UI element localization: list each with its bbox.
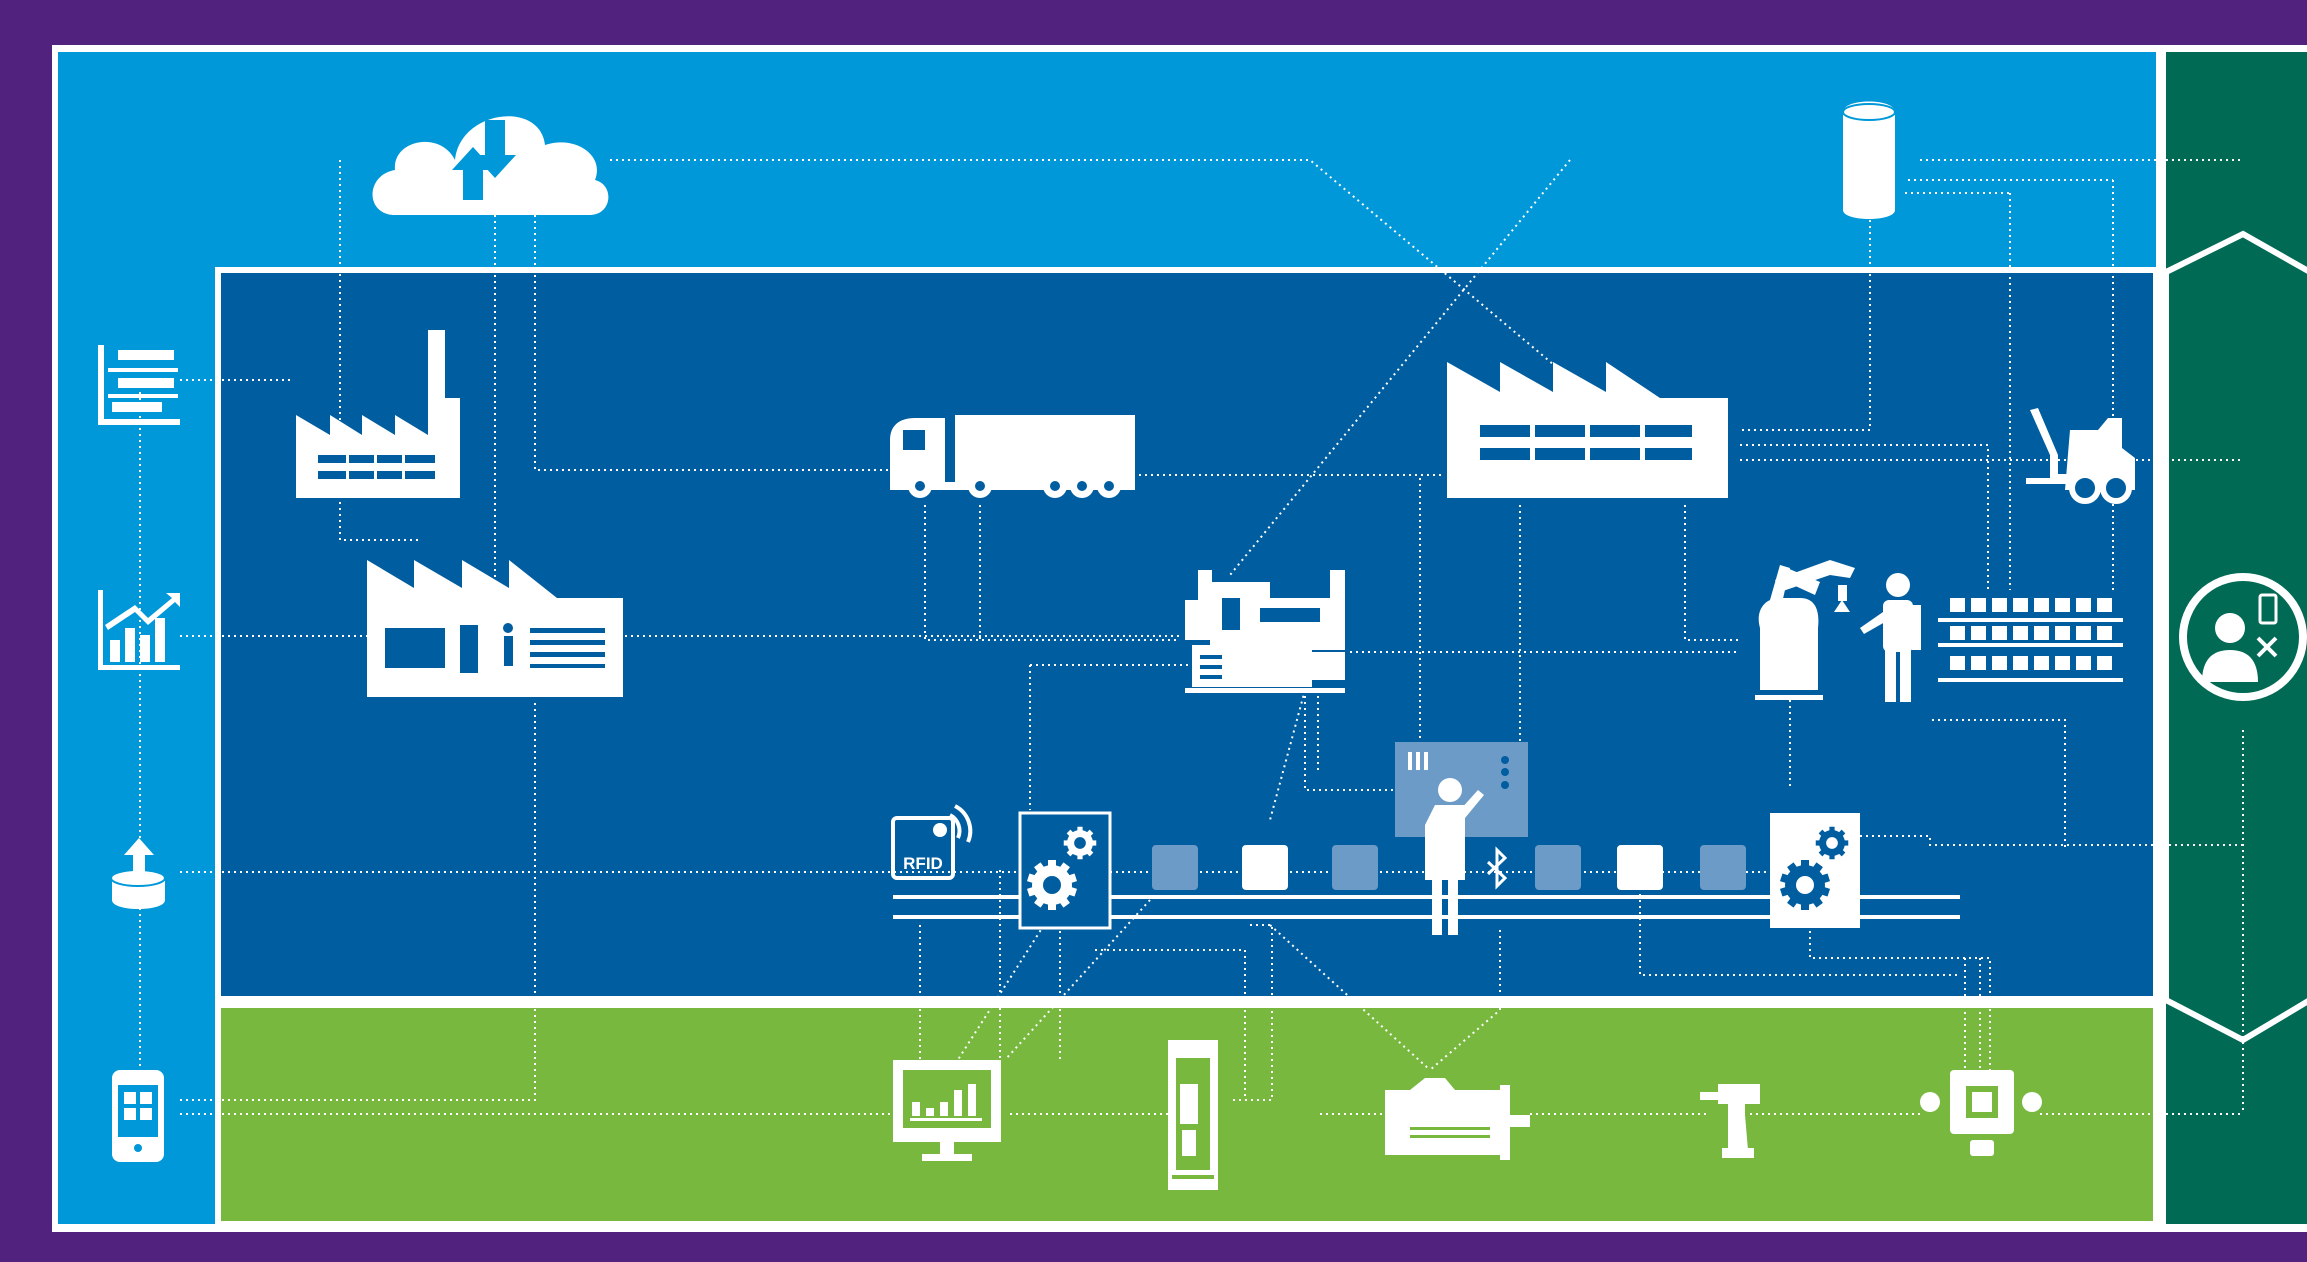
rack-box — [2055, 626, 2070, 640]
forklift-icon — [2026, 408, 2135, 504]
conveyor-part — [1242, 845, 1288, 890]
conveyor-part — [1152, 845, 1198, 890]
service-technician-icon — [2179, 573, 2307, 701]
rack-box — [2013, 598, 2028, 612]
rack-box — [1950, 626, 1965, 640]
rfid-reader-icon: RFID — [891, 804, 973, 880]
servo-motor-icon — [1385, 1078, 1530, 1160]
truck-icon — [890, 415, 1135, 498]
rack-box — [1992, 598, 2007, 612]
gear — [1026, 860, 1078, 910]
rack-box — [2076, 656, 2091, 670]
gear — [1063, 826, 1097, 860]
conveyor-belt-icon — [893, 895, 1960, 919]
rack-box — [1971, 656, 1986, 670]
cordless-screwdriver-icon — [1700, 1084, 1760, 1158]
analytics-icon — [98, 590, 180, 670]
smartphone-app-icon — [112, 1070, 164, 1162]
rack-box — [1992, 656, 2007, 670]
storage-rack-icon — [1938, 598, 2123, 682]
conveyor-part — [1535, 845, 1581, 890]
rack-box — [1992, 626, 2007, 640]
rack-box — [2055, 598, 2070, 612]
rack-box — [2013, 626, 2028, 640]
service-hexagon — [2163, 230, 2307, 1044]
factory-icon — [296, 330, 460, 498]
gear-controller-icon — [1018, 811, 1112, 930]
operator-panel-icon — [1395, 742, 1528, 935]
cloud-sync-icon — [372, 116, 609, 215]
rack-box — [1950, 598, 1965, 612]
rack-box — [1971, 598, 1986, 612]
database-icon — [1842, 101, 1896, 219]
worker-icon — [1860, 573, 1921, 702]
rfid-label: RFID — [903, 854, 943, 873]
machine-tool-icon — [1185, 570, 1345, 693]
rack-box — [2034, 598, 2049, 612]
gear — [1815, 826, 1849, 860]
rack-box — [2097, 626, 2112, 640]
sensor-module-icon — [1920, 1070, 2042, 1156]
rack-box — [2076, 626, 2091, 640]
gear — [1779, 860, 1831, 910]
rack-box — [1971, 626, 1986, 640]
rack-box — [2097, 598, 2112, 612]
bluetooth-icon — [1486, 846, 1508, 890]
rack-box — [2055, 656, 2070, 670]
gear-controller-icon — [1770, 813, 1860, 928]
rack-box — [2034, 626, 2049, 640]
connection-lines — [139, 159, 2244, 1115]
conveyor-part — [1617, 845, 1663, 890]
rack-box — [1950, 656, 1965, 670]
conveyor-part — [1332, 845, 1378, 890]
drive-controller-icon — [1168, 1040, 1218, 1190]
data-upload-icon — [110, 838, 166, 909]
rack-box — [2076, 598, 2091, 612]
conveyor-parts — [1152, 845, 1746, 890]
rack-box — [2097, 656, 2112, 670]
warehouse-icon — [1447, 362, 1728, 498]
production-hall-icon — [367, 560, 623, 697]
robot-arm-icon — [1755, 560, 1855, 700]
monitor-chart-icon — [893, 1060, 1001, 1161]
dashboard-icon — [98, 345, 180, 425]
rack-box — [2013, 656, 2028, 670]
rack-box — [2034, 656, 2049, 670]
conveyor-part — [1700, 845, 1746, 890]
